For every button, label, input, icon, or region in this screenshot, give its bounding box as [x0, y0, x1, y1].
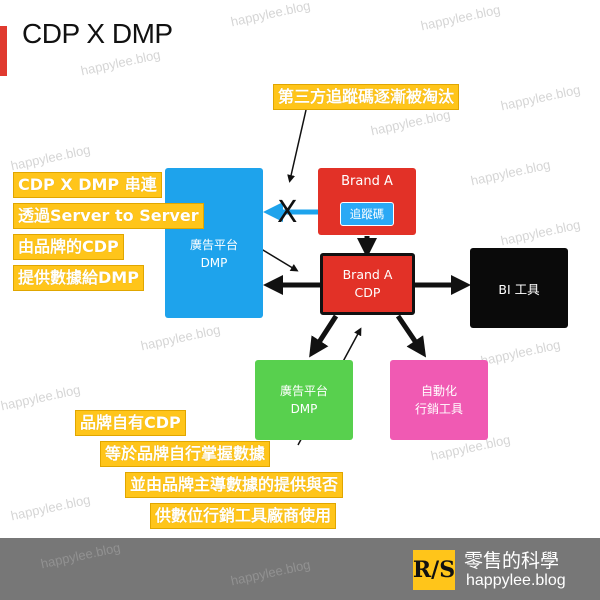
marketing-automation-box: 自動化 行銷工具	[390, 360, 488, 440]
callout-cdp-dmp-line: 由品牌的CDP	[13, 234, 124, 260]
blocked-x-mark: X	[277, 195, 298, 230]
callout-cdp-dmp-line: 透過Server to Server	[13, 203, 204, 229]
brand-a-box: Brand A	[318, 168, 416, 235]
brand-logo: R/S	[413, 550, 455, 590]
page-title: CDP X DMP	[22, 18, 173, 49]
footer-brand-url: happylee.blog	[466, 572, 566, 589]
ad-platform-dmp-top: 廣告平台 DMP	[165, 168, 263, 318]
bi-tool-box: BI 工具	[470, 248, 568, 328]
brand-a-cdp-box: Brand A CDP	[320, 253, 415, 315]
pointer-third-party	[287, 109, 307, 183]
footer-brand-name: 零售的科學	[464, 550, 560, 572]
title-accent-bar	[0, 26, 7, 76]
callout-third-party: 第三方追蹤碼逐漸被淘汰	[273, 84, 460, 110]
callout-own-cdp-line: 供數位行銷工具廠商使用	[150, 503, 337, 529]
tracking-code-box: 追蹤碼	[340, 202, 394, 226]
ad-platform-dmp-bottom: 廣告平台 DMP	[255, 360, 353, 440]
callout-own-cdp-line: 並由品牌主導數據的提供與否	[125, 472, 344, 498]
cdp-to-bottom-dmp-arrow	[309, 314, 339, 358]
footer-bar	[0, 538, 600, 600]
callout-own-cdp-line: 等於品牌自行掌握數據	[100, 441, 271, 467]
cdp-to-automation-arrow	[395, 314, 427, 358]
callout-cdp-dmp-line: CDP X DMP 串連	[13, 172, 162, 198]
callout-own-cdp-line: 品牌自有CDP	[75, 410, 186, 436]
callout-cdp-dmp-line: 提供數據給DMP	[13, 265, 144, 291]
